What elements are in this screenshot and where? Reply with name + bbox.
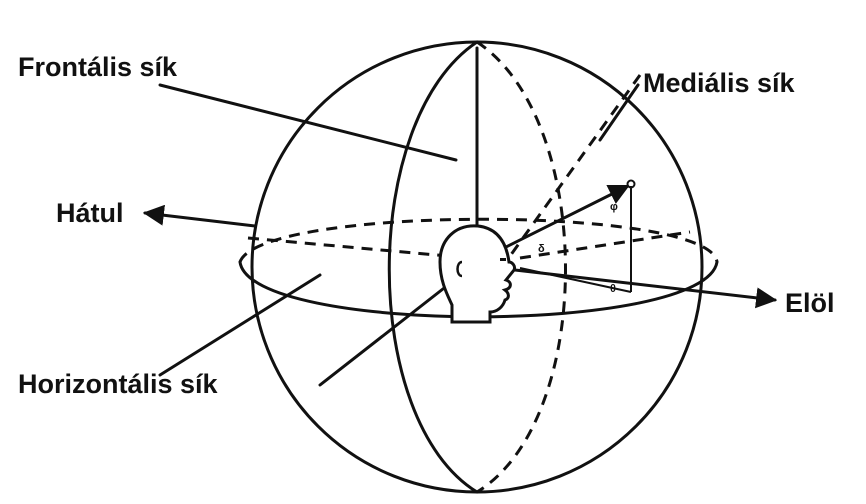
frontal-plane-back-arc [476, 40, 567, 494]
head-icon [438, 224, 516, 324]
horizontal-plane-diagonal [318, 283, 450, 387]
frontal-plane-label: Frontális sík [18, 52, 178, 82]
horizontal-plane-label: Horizontális sík [18, 369, 219, 399]
back-direction-label: Hátul [56, 198, 124, 228]
frontal-pointer [158, 83, 458, 162]
projection-to-center [519, 267, 632, 293]
head-eye-icon [500, 258, 506, 261]
head-ear-icon [456, 260, 463, 278]
horizontal-plane-back-arc [238, 217, 719, 263]
horizontal-plane-right-dash [519, 230, 691, 260]
medial-pointer [598, 83, 640, 142]
angle-delta-label: δ [538, 243, 545, 255]
front-arrow [513, 268, 778, 309]
frontal-plane-front-arc [387, 40, 479, 494]
horizontal-pointer [158, 273, 322, 377]
medial-plane-label: Mediális sík [643, 68, 796, 98]
front-direction-label: Elöl [785, 288, 835, 318]
angle-phi-label: φ [610, 201, 618, 213]
back-arrow [142, 204, 257, 228]
horizontal-axis-back [247, 236, 471, 260]
angle-theta-label: θ [610, 283, 616, 295]
